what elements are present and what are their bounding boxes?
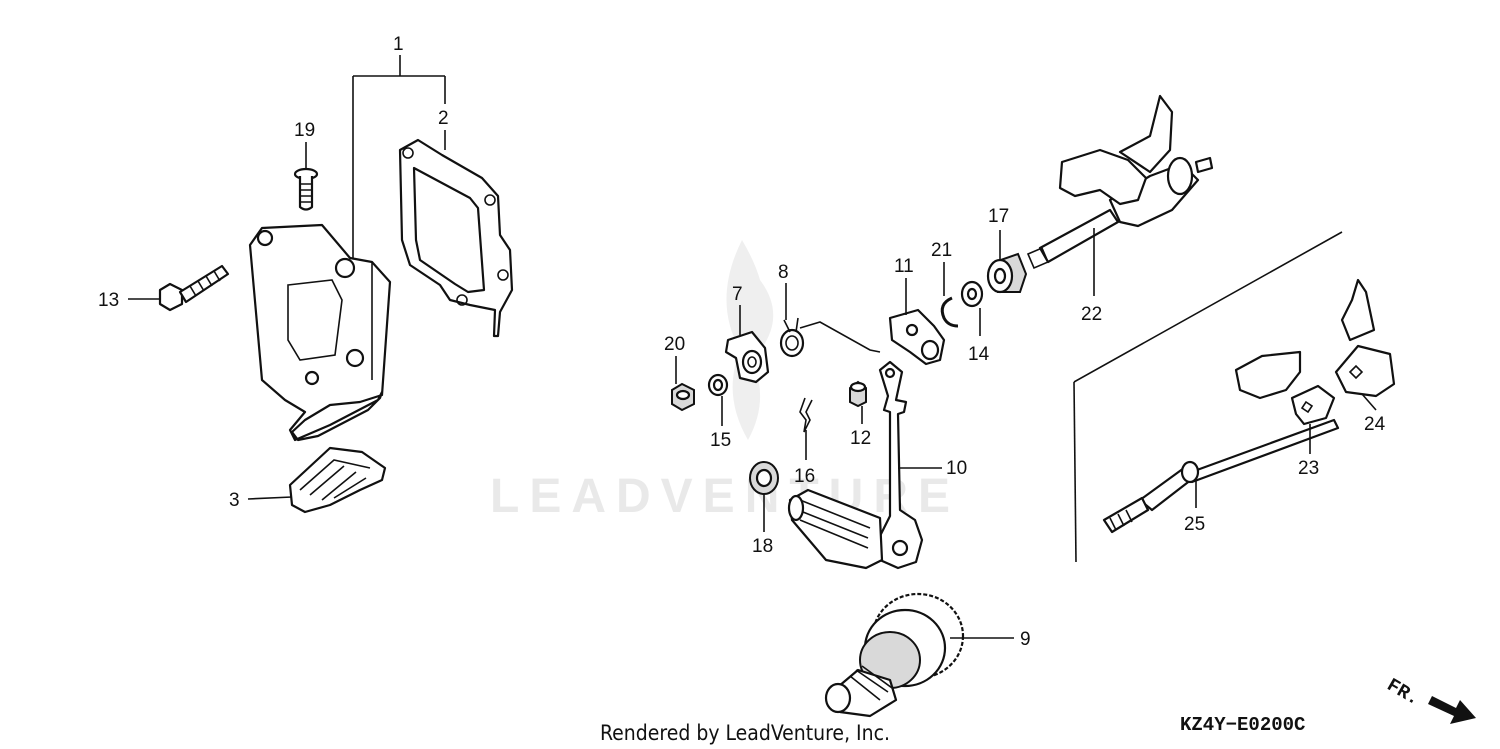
washer-15 [707, 373, 729, 397]
callout-10: 10 [946, 458, 967, 479]
gasket-part [398, 138, 514, 338]
callout-14: 14 [968, 344, 990, 365]
shift-fork-shaft-22 [1026, 94, 1214, 270]
cover-part [248, 223, 392, 442]
leader-lines-1 [352, 55, 446, 262]
callout-16: 16 [794, 466, 815, 487]
callout-8: 8 [778, 262, 789, 283]
callout-22: 22 [1081, 304, 1102, 325]
callout-11: 11 [894, 256, 914, 277]
fork-24 [1334, 278, 1396, 398]
callout-13: 13 [98, 290, 119, 311]
callout-12: 12 [850, 428, 871, 449]
nut-20 [671, 382, 695, 412]
callout-9: 9 [1020, 629, 1031, 650]
shaft-25 [1102, 418, 1340, 534]
bolt-13 [158, 264, 230, 312]
callout-1: 1 [393, 34, 404, 55]
drum-9 [824, 592, 965, 718]
lever-11 [888, 308, 946, 366]
circlip-21 [940, 296, 959, 328]
callout-18: 18 [752, 536, 773, 557]
callout-3: 3 [229, 490, 240, 511]
bolt-19 [293, 167, 319, 211]
rendered-by-credit: Rendered by LeadVenture, Inc. [600, 721, 890, 745]
watermark: LEADVENTURE [490, 240, 960, 523]
pin-12 [849, 380, 867, 408]
watermark-text: LEADVENTURE [490, 470, 960, 523]
callouts: 1 2 3 7 8 9 10 11 12 13 14 15 16 17 18 1… [98, 34, 1386, 650]
callout-23: 23 [1298, 458, 1319, 479]
diagram-code: KZ4Y−E0200C [1180, 714, 1305, 736]
callout-17: 17 [988, 206, 1009, 227]
callout-24: 24 [1364, 414, 1386, 435]
callout-19: 19 [294, 120, 315, 141]
bearing-17 [986, 252, 1028, 294]
leader-lines [128, 142, 1377, 639]
seal-18 [749, 461, 779, 495]
callout-25: 25 [1184, 514, 1205, 535]
callout-21: 21 [931, 240, 952, 261]
shift-arm-10 [787, 360, 924, 570]
fork-23 [1234, 350, 1336, 426]
front-direction-label: FR. [1383, 674, 1424, 710]
washer-14 [960, 280, 984, 308]
callout-15: 15 [710, 430, 731, 451]
sub-assembly-frame [1073, 231, 1343, 563]
callout-2: 2 [438, 108, 449, 129]
front-direction-arrow-icon: FR. [1383, 674, 1476, 724]
clip-16 [799, 397, 813, 433]
callout-7: 7 [732, 284, 743, 305]
callout-20: 20 [664, 334, 685, 355]
guard-3 [288, 446, 387, 514]
spring-8 [779, 317, 881, 358]
cam-7 [724, 330, 770, 384]
